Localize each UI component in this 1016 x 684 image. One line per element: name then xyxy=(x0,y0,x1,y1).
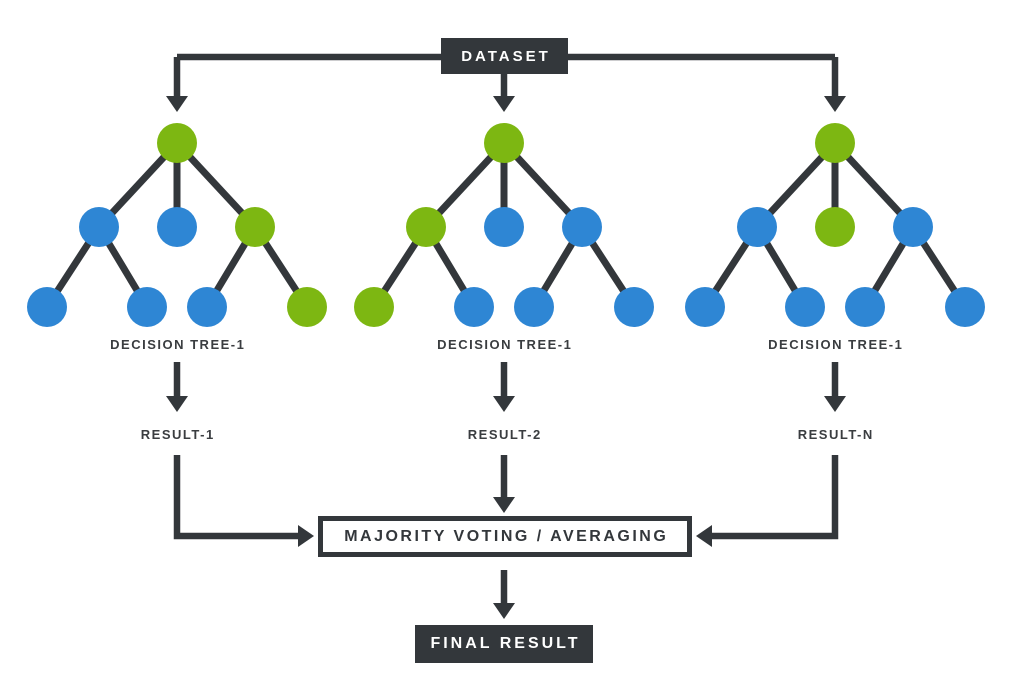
tree-3-level2-node-green xyxy=(815,207,855,247)
final-result-label: FINAL RESULT xyxy=(430,635,581,652)
tree-2-level2-node-green xyxy=(406,207,446,247)
tree-1-level2-node-blue xyxy=(157,207,197,247)
resultn-to-majority-arrowhead-icon xyxy=(696,525,712,547)
result1-to-majority-arrow xyxy=(173,455,300,540)
tree-3-level3-node-blue xyxy=(685,287,725,327)
majority-voting-label: MAJORITY VOTING / AVERAGING xyxy=(344,527,669,545)
dataset-to-tree1-arrowhead-icon xyxy=(166,96,188,112)
tree-2-to-result-arrowhead-icon xyxy=(493,396,515,412)
tree-1-root-node-green xyxy=(157,123,197,163)
result-n-label: RESULT-N xyxy=(797,427,874,442)
dataset-to-tree2-arrowhead-icon xyxy=(493,96,515,112)
tree-2-level3-node-green xyxy=(354,287,394,327)
result2-to-majority-arrowhead-icon xyxy=(493,497,515,513)
tree-3-level3-node-blue xyxy=(845,287,885,327)
dataset-to-tree3-arrowhead-icon xyxy=(824,96,846,112)
tree-2-level2-node-blue xyxy=(562,207,602,247)
tree-1-level3-node-blue xyxy=(27,287,67,327)
decision-tree-3-label: DECISION TREE-1 xyxy=(768,337,904,352)
tree-1-level2-node-blue xyxy=(79,207,119,247)
tree-1-to-result-arrowhead-icon xyxy=(166,396,188,412)
tree-3-level3-node-blue xyxy=(785,287,825,327)
tree-2-level3-node-blue xyxy=(614,287,654,327)
tree-2-level2-node-blue xyxy=(484,207,524,247)
tree-3-root-node-green xyxy=(815,123,855,163)
result-2-label: RESULT-2 xyxy=(467,427,542,442)
decision-tree-1-label: DECISION TREE-1 xyxy=(110,337,246,352)
final-result-box: FINAL RESULT xyxy=(415,625,593,663)
dataset-label: DATASET xyxy=(461,47,551,65)
result1-to-majority-arrowhead-icon xyxy=(298,525,314,547)
majority-to-final-arrowhead-icon xyxy=(493,603,515,619)
tree-2-root-node-green xyxy=(484,123,524,163)
tree-3-level2-node-blue xyxy=(737,207,777,247)
tree-2-level3-node-blue xyxy=(454,287,494,327)
dataset-box: DATASET xyxy=(441,38,568,74)
tree-1-level2-node-green xyxy=(235,207,275,247)
majority-voting-box: MAJORITY VOTING / AVERAGING xyxy=(318,516,692,557)
tree-3-level3-node-blue xyxy=(945,287,985,327)
result-1-label: RESULT-1 xyxy=(140,427,215,442)
tree-1-level3-node-blue xyxy=(187,287,227,327)
tree-3-to-result-arrowhead-icon xyxy=(824,396,846,412)
tree-1-level3-node-blue xyxy=(127,287,167,327)
tree-2-level3-node-blue xyxy=(514,287,554,327)
resultn-to-majority-arrow xyxy=(710,455,839,540)
tree-1-level3-node-green xyxy=(287,287,327,327)
tree-3-level2-node-blue xyxy=(893,207,933,247)
decision-tree-2-label: DECISION TREE-1 xyxy=(437,337,573,352)
